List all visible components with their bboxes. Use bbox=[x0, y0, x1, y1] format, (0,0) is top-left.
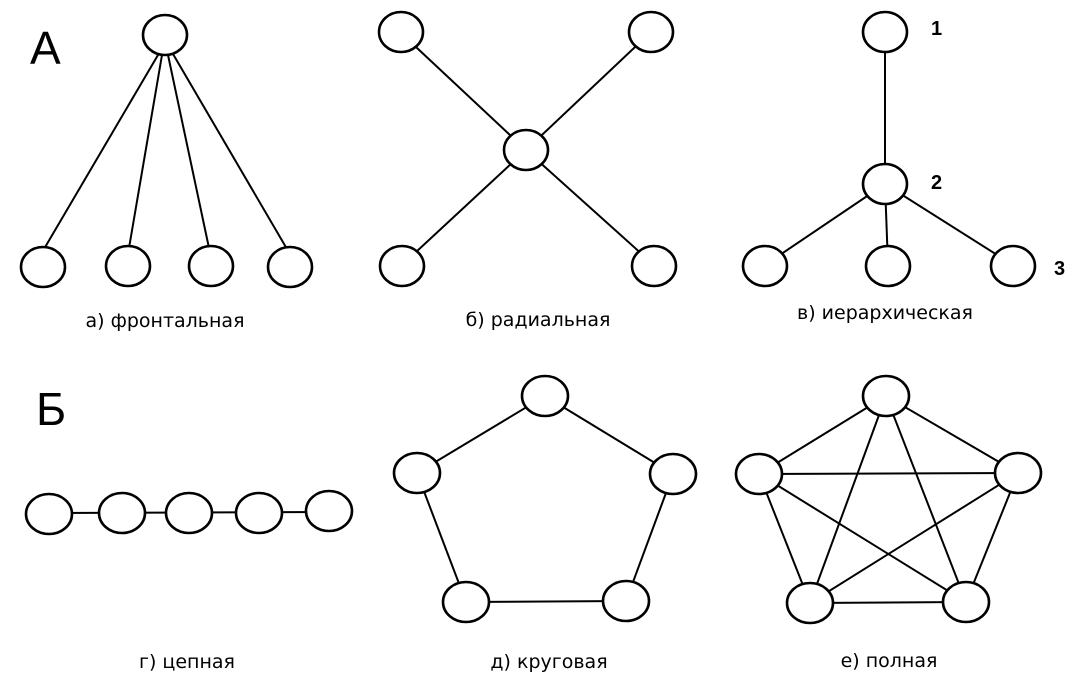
level-2-label: 2 bbox=[931, 172, 942, 194]
circular-node bbox=[648, 452, 698, 496]
full-node bbox=[785, 581, 835, 625]
frontal-edge bbox=[43, 54, 159, 250]
full-node bbox=[993, 451, 1043, 495]
circular-node bbox=[601, 579, 651, 623]
circular-edge bbox=[416, 395, 546, 474]
full-structure bbox=[734, 374, 1043, 625]
circular-node bbox=[392, 451, 442, 495]
frontal-structure bbox=[19, 13, 314, 289]
circular-edge bbox=[465, 600, 627, 603]
full-edge bbox=[809, 395, 887, 604]
radial-node bbox=[627, 10, 675, 54]
frontal-node bbox=[266, 245, 314, 289]
full-edge bbox=[965, 472, 1019, 603]
frontal-node bbox=[104, 244, 152, 288]
radial-edge bbox=[400, 32, 527, 151]
section-a-label: А bbox=[30, 22, 61, 74]
full-edge bbox=[758, 395, 887, 475]
hierarchical-edge bbox=[764, 183, 886, 266]
hierarchical-level-1-node bbox=[861, 10, 909, 54]
full-node bbox=[734, 452, 784, 496]
full-node bbox=[941, 580, 991, 624]
frontal-node bbox=[187, 244, 235, 288]
radial-edge bbox=[525, 149, 655, 266]
radial-caption: б) радиальная bbox=[466, 309, 611, 331]
circular-edge bbox=[416, 472, 467, 603]
chain-caption: г) цепная bbox=[139, 651, 235, 673]
full-edge bbox=[758, 472, 1019, 475]
chain-structure bbox=[24, 489, 354, 536]
hierarchical-level-3-node bbox=[989, 244, 1037, 288]
radial-node bbox=[377, 10, 425, 54]
full-edge bbox=[885, 395, 967, 603]
circular-caption: д) круговая bbox=[490, 651, 607, 673]
full-node bbox=[861, 374, 911, 418]
circular-edge bbox=[625, 473, 674, 602]
radial-edge bbox=[525, 31, 652, 151]
frontal-edge bbox=[128, 54, 163, 249]
frontal-caption: а) фронтальная bbox=[86, 310, 245, 332]
radial-node bbox=[630, 244, 678, 288]
hierarchical-caption: в) иерархическая bbox=[797, 302, 973, 324]
hierarchical-level-3-node bbox=[864, 244, 912, 288]
radial-center-node bbox=[502, 128, 550, 172]
chain-node bbox=[234, 491, 284, 535]
full-edge bbox=[885, 395, 1019, 474]
level-1-label: 1 bbox=[931, 18, 942, 40]
level-3-label: 3 bbox=[1054, 258, 1065, 280]
hierarchical-level-3-node bbox=[741, 244, 789, 288]
hierarchical-edge bbox=[884, 183, 1014, 266]
chain-node bbox=[24, 492, 74, 536]
radial-edge bbox=[401, 149, 527, 266]
circular-node bbox=[520, 374, 570, 418]
frontal-edge bbox=[167, 54, 210, 249]
circular-node bbox=[441, 580, 491, 624]
chain-node bbox=[97, 491, 147, 535]
radial-node bbox=[378, 244, 426, 288]
radial-structure bbox=[377, 10, 678, 288]
frontal-top-node bbox=[141, 13, 189, 57]
hierarchical-level-2-node bbox=[861, 162, 909, 206]
section-b-label: Б bbox=[36, 383, 66, 435]
hierarchical-structure bbox=[741, 10, 1037, 288]
full-edge bbox=[758, 473, 967, 603]
full-edge bbox=[758, 473, 811, 604]
full-caption: е) полная bbox=[841, 650, 938, 672]
chain-node bbox=[304, 489, 354, 533]
full-edge bbox=[809, 472, 1019, 604]
circular-edge bbox=[544, 395, 674, 475]
frontal-node bbox=[19, 245, 67, 289]
full-edge bbox=[809, 601, 967, 604]
circular-structure bbox=[392, 374, 698, 624]
frontal-edge bbox=[172, 53, 288, 250]
chain-node bbox=[164, 491, 214, 535]
